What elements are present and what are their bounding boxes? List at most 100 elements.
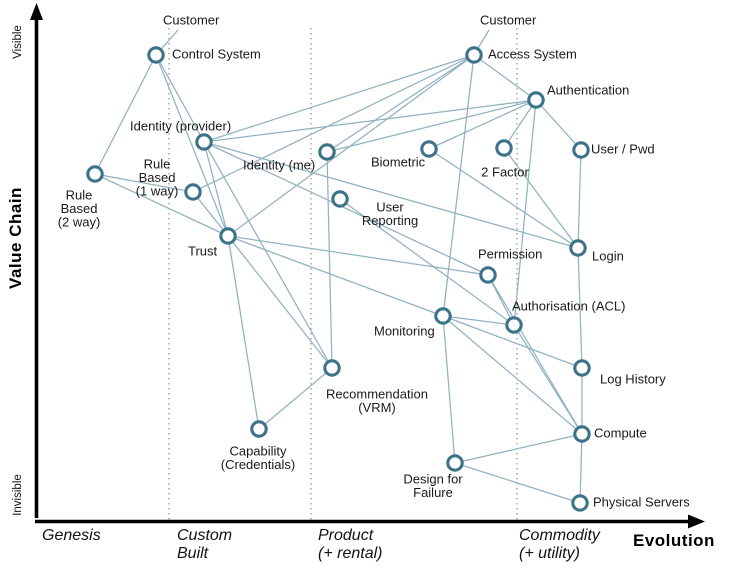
edge-identity-provider--permission: [203, 141, 489, 276]
edge-login--log-history: [577, 247, 583, 369]
edge-permission--compute: [487, 274, 583, 435]
edge-control-system--trust: [155, 54, 229, 237]
edge-two-factor--login: [503, 147, 579, 249]
x-axis-arrowhead: [688, 514, 705, 529]
stage-label-line: Built: [177, 545, 209, 562]
node-login: [569, 239, 587, 257]
stage-label-product: Product (+ rental): [318, 527, 382, 563]
edge-access-system--identity-provider: [203, 54, 475, 143]
nodes-layer: [86, 46, 591, 512]
edge-trust--recommendation-vrm: [227, 235, 333, 369]
node-design-for-failure: [446, 454, 464, 472]
edge-design-for-failure--physical-servers: [454, 462, 581, 504]
node-label-authentication: Authentication: [547, 82, 629, 97]
edge-control-system--rule-based-2way: [94, 54, 157, 175]
edge-rule-based-2way--trust: [94, 173, 229, 237]
edge-rule-based-1way--trust: [192, 191, 229, 237]
node-label-trust: Trust: [188, 243, 218, 258]
node-label-customer-left: Customer: [163, 12, 220, 27]
node-label-identity-provider: Identity (provider): [130, 118, 231, 133]
node-authentication: [527, 91, 545, 109]
stage-label-commodity: Commodity (+ utility): [519, 527, 600, 563]
node-label-identity-me: Identity (me): [243, 157, 315, 172]
node-control-system: [147, 46, 165, 64]
edge-user-reporting--authorisation-acl: [339, 198, 515, 326]
node-capability-credentials: [250, 420, 268, 438]
edge-capability-credentials--recommendation-vrm: [258, 367, 333, 430]
node-label-capability-credentials: Capability(Credentials): [221, 443, 295, 472]
node-identity-me: [318, 143, 336, 161]
node-permission: [479, 266, 497, 284]
node-label-two-factor: 2 Factor: [481, 164, 529, 179]
stage-boundaries-layer: [168, 28, 518, 520]
edge-trust--capability-credentials: [227, 235, 260, 430]
node-trust: [219, 227, 237, 245]
edges-layer: [94, 29, 583, 504]
edge-authentication--biometric: [428, 99, 537, 150]
node-label-compute: Compute: [594, 425, 647, 440]
node-label-authorisation-acl: Authorisation (ACL): [512, 298, 625, 313]
edge-trust--monitoring: [227, 235, 444, 317]
node-label-monitoring: Monitoring: [374, 323, 435, 338]
stage-label-custom-built: Custom Built: [177, 527, 232, 563]
edge-access-system--monitoring: [442, 54, 475, 317]
stage-label-line: Custom: [177, 527, 233, 544]
y-axis-arrowhead: [30, 3, 43, 20]
stage-label-line: (+ rental): [318, 545, 383, 562]
x-axis: [35, 514, 705, 529]
edge-authentication--identity-me: [326, 99, 537, 153]
edge-monitoring--design-for-failure: [442, 315, 456, 464]
edge-monitoring--compute: [442, 315, 583, 435]
edge-compute--physical-servers: [579, 433, 583, 504]
edge-biometric--login: [428, 148, 579, 249]
node-label-physical-servers: Physical Servers: [593, 494, 690, 509]
node-compute: [573, 425, 591, 443]
edge-identity-provider--login: [203, 141, 579, 249]
node-biometric: [420, 140, 438, 158]
edge-access-system--authentication: [473, 54, 537, 101]
node-label-access-system: Access System: [488, 46, 577, 61]
node-label-permission: Permission: [478, 246, 542, 261]
edge-design-for-failure--compute: [454, 433, 583, 464]
node-label-user-pwd: User / Pwd: [591, 141, 655, 156]
node-recommendation-vrm: [323, 359, 341, 377]
node-user-pwd: [572, 141, 590, 159]
stage-label-line: Product: [318, 527, 374, 544]
node-label-biometric: Biometric: [371, 154, 426, 169]
node-two-factor: [495, 139, 513, 157]
node-rule-based-2way: [86, 165, 104, 183]
node-label-control-system: Control System: [172, 46, 261, 61]
y-axis-visible-label: Visible: [12, 25, 24, 59]
edge-permission--authorisation-acl: [487, 274, 515, 326]
stage-label-line: Commodity: [519, 527, 600, 544]
node-authorisation-acl: [505, 316, 523, 334]
stage-label-line: (+ utility): [519, 545, 580, 562]
node-log-history: [573, 359, 591, 377]
edge-authentication--two-factor: [503, 99, 537, 149]
edge-control-system--identity-provider: [155, 54, 205, 143]
y-axis-invisible-label: Invisible: [12, 474, 24, 516]
y-axis-title: Value Chain: [6, 187, 25, 289]
edge-trust--permission: [227, 235, 489, 276]
edge-access-system--rule-based-1way: [192, 54, 475, 193]
stage-label-genesis: Genesis: [42, 527, 101, 545]
y-axis: [30, 3, 43, 518]
node-label-log-history: Log History: [600, 371, 666, 386]
x-axis-title: Evolution: [633, 531, 715, 550]
edge-monitoring--log-history: [442, 315, 583, 369]
edge-identity-provider--recommendation-vrm: [203, 141, 333, 369]
edge-access-system--identity-me: [326, 54, 475, 153]
stage-label-line: Genesis: [42, 527, 101, 544]
node-label-recommendation-vrm: Recommendation(VRM): [326, 386, 428, 415]
edge-identity-provider--trust: [203, 141, 229, 237]
node-user-reporting: [331, 190, 349, 208]
node-label-login: Login: [592, 248, 624, 263]
node-rule-based-1way: [184, 183, 202, 201]
